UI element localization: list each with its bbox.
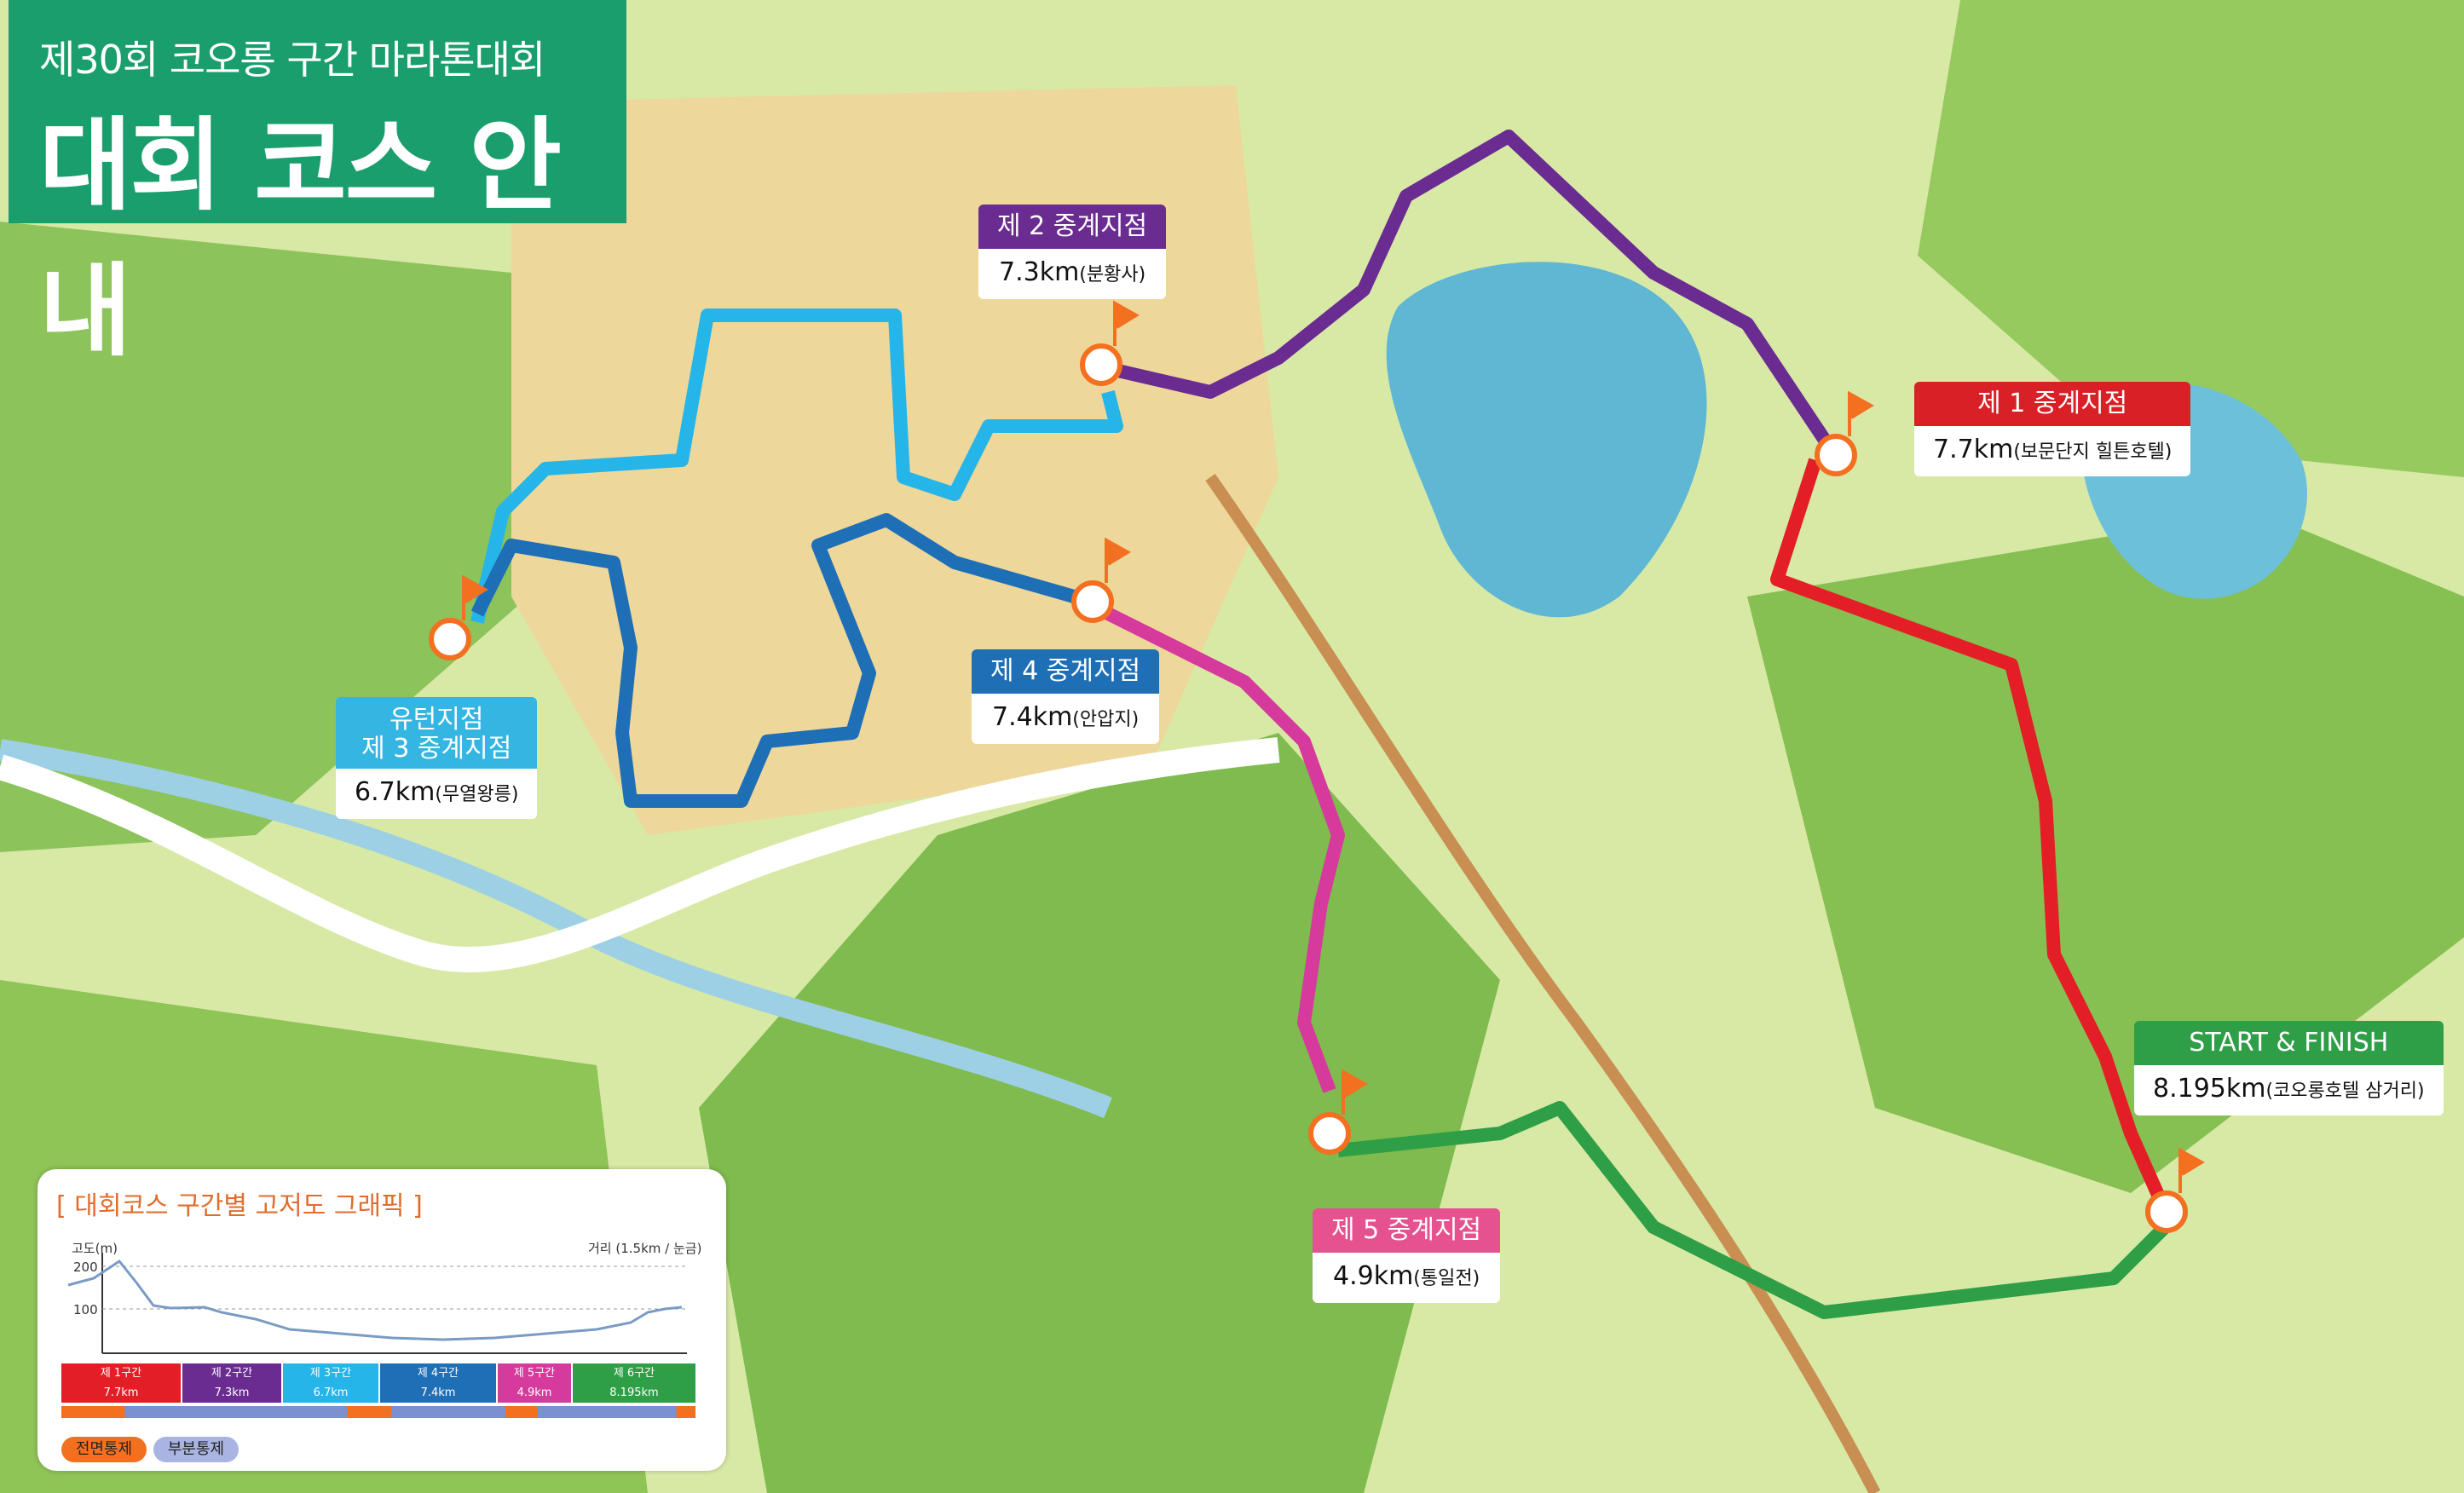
checkpoint-2-head: 제 2 중계지점 — [978, 205, 1167, 249]
start-finish-place: (코오롱호텔 삼거리) — [2265, 1081, 2425, 1102]
forest-area-west — [0, 222, 528, 852]
checkpoint-1-label[interactable]: 제 1 중계지점 7.7km(보문단지 힐튼호텔) — [1914, 382, 2191, 476]
checkpoint-3-place: (무열왕릉) — [435, 784, 519, 805]
page-title: 대회 코스 안내 — [39, 107, 562, 370]
segment-1: 제 1구간 7.7km — [61, 1363, 181, 1403]
elevation-axis-label: 고도(m) — [72, 1241, 118, 1256]
partial-closure-legend: 부분통제 — [153, 1437, 239, 1462]
checkpoint-1-body: 7.7km(보문단지 힐튼호텔) — [1914, 426, 2191, 476]
segment-2-dist: 7.3km — [214, 1386, 250, 1399]
segment-6-name: 제 6구간 — [613, 1367, 655, 1380]
checkpoint-4-distance: 7.4km — [991, 702, 1073, 732]
segment-6-dist: 8.195km — [609, 1386, 659, 1399]
checkpoint-4-body: 7.4km(안압지) — [972, 694, 1160, 744]
checkpoint-4-label[interactable]: 제 4 중계지점 7.4km(안압지) — [972, 649, 1160, 744]
checkpoint-1-head: 제 1 중계지점 — [1914, 382, 2191, 426]
route-leg1 — [1770, 458, 2172, 1213]
marker-cp3[interactable] — [429, 574, 488, 660]
marker-start-finish[interactable] — [2145, 1147, 2205, 1233]
checkpoint-3-label[interactable]: 유턴지점 제 3 중계지점 6.7km(무열왕릉) — [336, 697, 538, 819]
route-leg4 — [470, 513, 1076, 808]
start-finish-body: 8.195km(코오롱호텔 삼거리) — [2134, 1065, 2444, 1115]
legend-title: [ 대회코스 구간별 고저도 그래픽 ] — [56, 1191, 423, 1221]
event-subtitle: 제30회 코오롱 구간 마라톤대회 — [39, 37, 545, 83]
elevation-legend: [ 대회코스 구간별 고저도 그래픽 ] — [38, 1169, 726, 1471]
checkpoint-1-place: (보문단지 힐튼호텔) — [2013, 441, 2173, 463]
full-closure-legend: 전면통제 — [61, 1437, 147, 1462]
checkpoint-5-label[interactable]: 제 5 중계지점 4.9km(통일전) — [1313, 1208, 1501, 1303]
start-finish-label[interactable]: START & FINISH 8.195km(코오롱호텔 삼거리) — [2134, 1021, 2444, 1115]
route-leg6 — [1337, 1101, 2170, 1319]
tick-100: 100 — [73, 1302, 98, 1317]
checkpoint-2-body: 7.3km(분황사) — [978, 249, 1167, 299]
route-leg5 — [1088, 598, 1345, 1093]
segment-6: 제 6구간 8.195km — [573, 1363, 695, 1403]
segment-2-name: 제 2구간 — [211, 1367, 253, 1380]
route-leg2 — [1098, 130, 1838, 456]
marker-cp5[interactable] — [1308, 1069, 1368, 1155]
marker-cp2[interactable] — [1080, 300, 1140, 386]
start-finish-distance: 8.195km — [2153, 1074, 2266, 1104]
closure-bar — [61, 1406, 695, 1418]
tick-200: 200 — [73, 1260, 98, 1275]
checkpoint-4-head: 제 4 중계지점 — [972, 649, 1160, 694]
segment-1-name: 제 1구간 — [100, 1367, 142, 1380]
route-leg3 — [470, 308, 1123, 624]
marker-cp1[interactable] — [1815, 390, 1874, 476]
checkpoint-3-head: 유턴지점 제 3 중계지점 — [336, 697, 538, 769]
segment-4: 제 4구간 7.4km — [380, 1363, 496, 1403]
segment-5-dist: 4.9km — [516, 1386, 552, 1399]
checkpoint-1-distance: 7.7km — [1933, 435, 2014, 464]
checkpoint-4-place: (안압지) — [1072, 709, 1140, 730]
segment-4-name: 제 4구간 — [417, 1367, 459, 1380]
distance-axis-label: 거리 (1.5km / 눈금) — [588, 1241, 702, 1256]
segment-3: 제 3구간 6.7km — [283, 1363, 378, 1403]
checkpoint-3-title: 제 3 중계지점 — [361, 734, 512, 764]
checkpoint-5-head: 제 5 중계지점 — [1313, 1208, 1501, 1253]
main-road — [0, 737, 1280, 972]
checkpoint-2-place: (분황사) — [1079, 264, 1146, 285]
segment-3-dist: 6.7km — [313, 1386, 349, 1399]
checkpoint-2-label[interactable]: 제 2 중계지점 7.3km(분황사) — [978, 205, 1167, 299]
checkpoint-5-distance: 4.9km — [1332, 1261, 1414, 1291]
title-box: 제30회 코오롱 구간 마라톤대회 대회 코스 안내 — [9, 0, 626, 370]
railway — [1205, 473, 1881, 1493]
forest-area-northeast — [1918, 0, 2464, 477]
segment-5-name: 제 5구간 — [513, 1367, 556, 1380]
bomun-lake — [1386, 262, 1707, 618]
checkpoint-5-body: 4.9km(통일전) — [1313, 1253, 1501, 1303]
checkpoint-3-distance: 6.7km — [355, 777, 436, 807]
segment-1-dist: 7.7km — [103, 1386, 139, 1399]
segment-4-dist: 7.4km — [420, 1386, 456, 1399]
checkpoint-2-distance: 7.3km — [998, 257, 1080, 287]
checkpoint-5-place: (통일전) — [1413, 1268, 1480, 1289]
segment-2: 제 2구간 7.3km — [182, 1363, 281, 1403]
marker-cp4[interactable] — [1071, 537, 1131, 623]
segment-3-name: 제 3구간 — [309, 1367, 352, 1380]
checkpoint-3-body: 6.7km(무열왕릉) — [336, 769, 538, 819]
uturn-label: 유턴지점 — [390, 705, 484, 735]
segment-5: 제 5구간 4.9km — [498, 1363, 571, 1403]
start-finish-head: START & FINISH — [2134, 1021, 2444, 1065]
